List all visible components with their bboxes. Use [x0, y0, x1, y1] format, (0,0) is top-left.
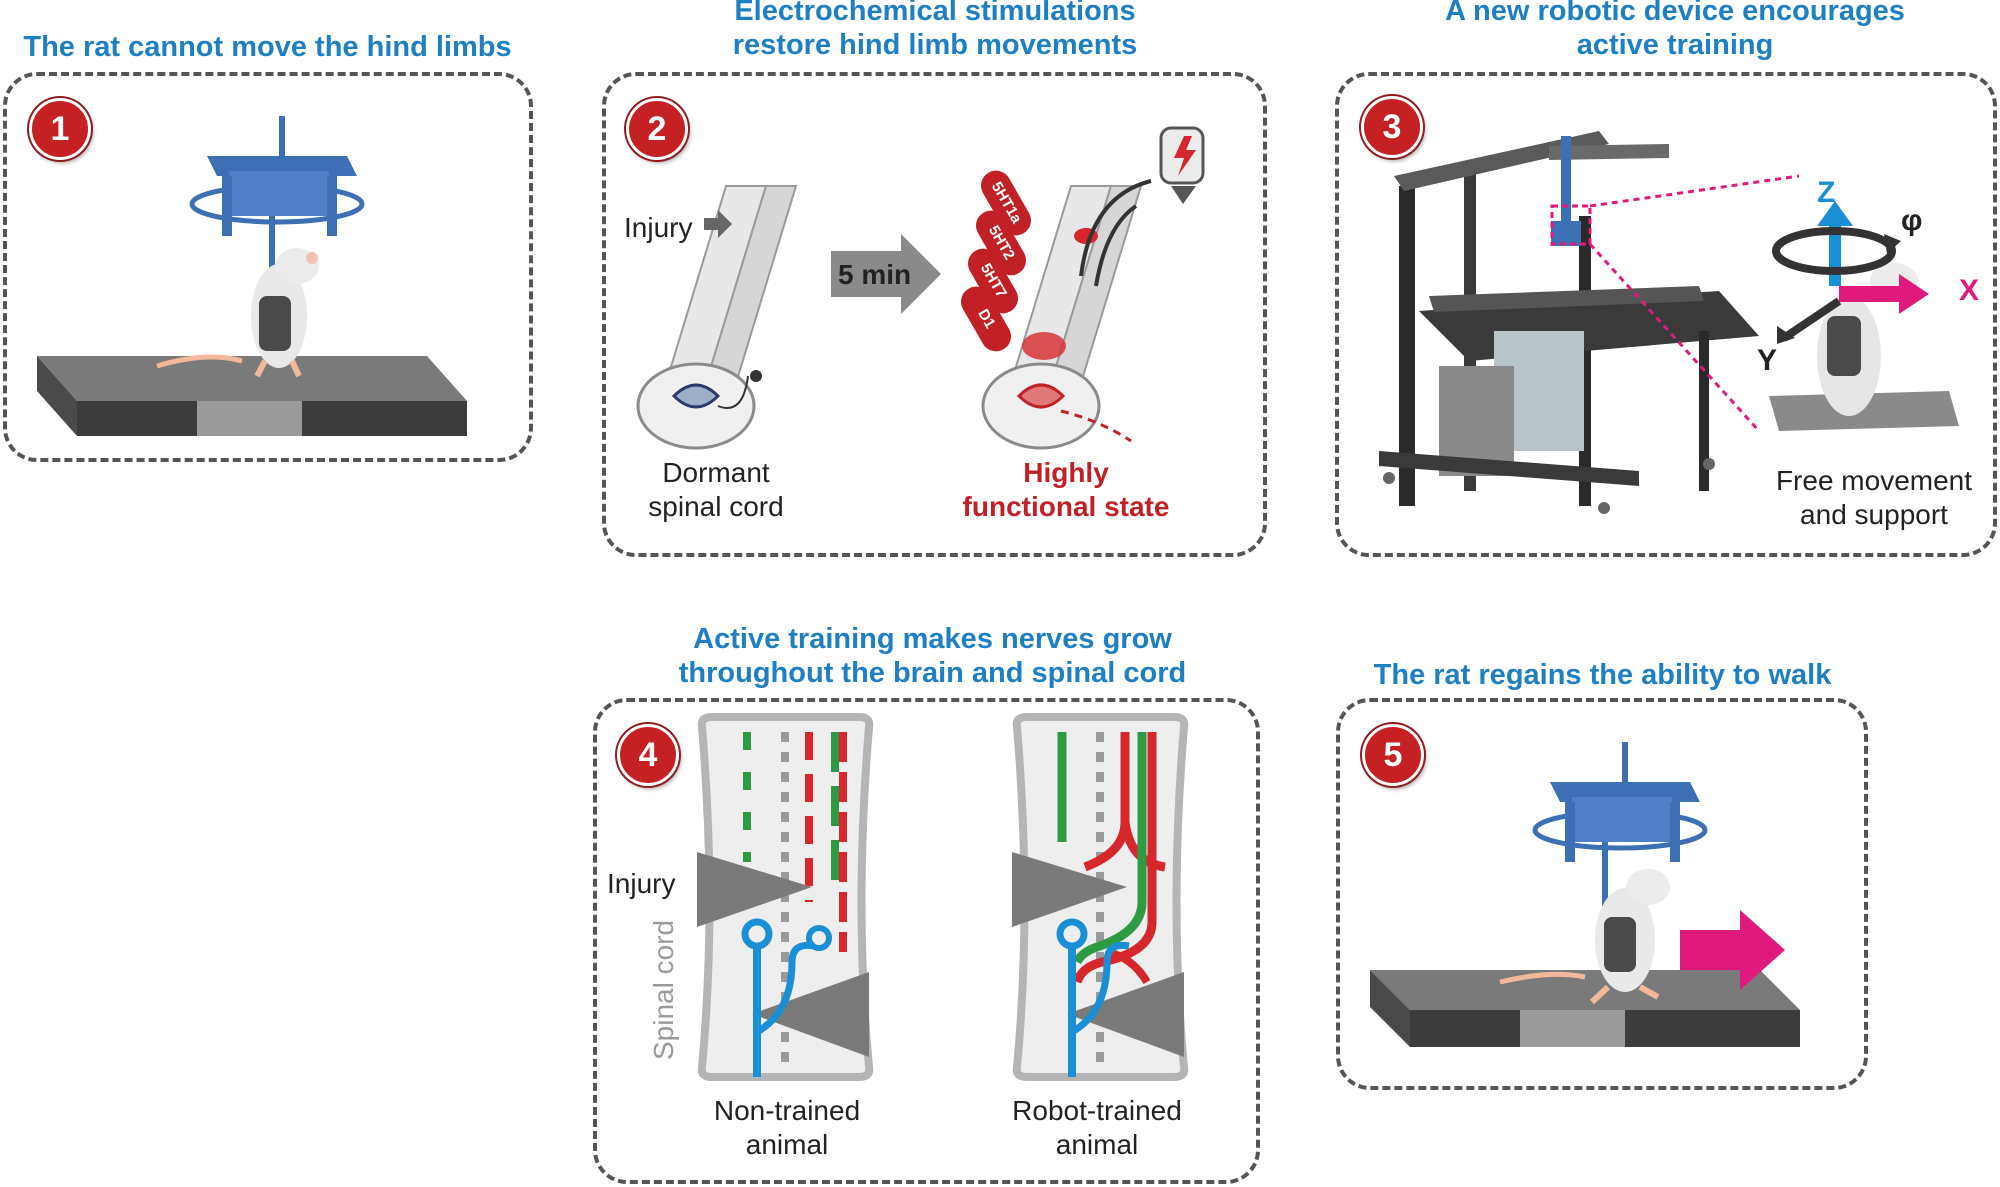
robot-module [189, 116, 365, 286]
injury-label-panel4: Injury [607, 868, 676, 899]
free-movement-caption-line1: Free movement [1775, 465, 1973, 496]
step-badge-4: 4 [617, 724, 679, 786]
panel-3: 3 Z φ X Y [1335, 72, 1997, 557]
functional-caption-line1: Highly [1023, 457, 1109, 488]
time-arrow-icon [831, 234, 941, 314]
injury-triangle-upper-right [1012, 852, 1127, 927]
time-label: 5 min [838, 259, 912, 290]
panel-4-title-line2: throughout the brain and spinal cord [678, 657, 1187, 689]
robot-trained-caption-line1: Robot-trained [1012, 1095, 1182, 1126]
robot-rat-illustration [37, 116, 467, 436]
injury-label: Injury [624, 212, 693, 243]
rotation-phi-icon [1772, 227, 1896, 275]
step-badge-1: 1 [29, 98, 91, 160]
stimulator-icon [1159, 126, 1205, 204]
robot-frame-illustration [1379, 131, 1959, 514]
panel-3-title-line2: active training [1576, 29, 1774, 61]
panel-5-title: The rat regains the ability to walk [1373, 659, 1832, 691]
panel-2-title-line2: restore hind limb movements [732, 29, 1138, 61]
axis-y-arrow-icon [1781, 297, 1842, 342]
dormant-caption-line1: Dormant [662, 457, 770, 488]
robot-trained-caption: Robot-trained animal [997, 1094, 1197, 1162]
step-badge-2: 2 [626, 98, 688, 160]
panel-4: 4 Injury Spinal cord Non-trained [593, 698, 1260, 1184]
functional-caption: Highly functional state [946, 456, 1186, 524]
axis-phi-label: φ [1901, 204, 1923, 237]
rat-figure-panel5 [1499, 869, 1670, 1005]
functional-caption-line2: functional state [962, 491, 1170, 522]
non-trained-caption-line2: animal [745, 1129, 829, 1160]
injury-arrow-icon [704, 210, 732, 238]
forward-arrow-icon [1680, 910, 1785, 990]
panel-3-title: A new robotic device encourages active t… [1330, 0, 2000, 62]
panel-2-title: Electrochemical stimulations restore hin… [600, 0, 1270, 62]
panel-2: 2 Injury [602, 72, 1267, 557]
active-cord [981, 179, 1152, 450]
axis-x-arrow-icon [1839, 274, 1929, 314]
walking-rat-illustration [1370, 742, 1800, 1047]
axis-z-arrow-icon [1817, 201, 1853, 286]
step-badge-5: 5 [1362, 724, 1424, 786]
panel-1: 1 [3, 72, 533, 462]
panel-4-title-line1: Active training makes nerves grow [693, 623, 1172, 655]
axis-x-label: X [1959, 274, 1980, 307]
axis-y-label: Y [1757, 344, 1778, 377]
robot-module-panel5 [1532, 742, 1708, 912]
dormant-caption: Dormant spinal cord [626, 456, 806, 524]
injury-triangle-lower-left [752, 972, 869, 1057]
dormant-caption-line2: spinal cord [648, 491, 784, 522]
spinal-cord-label: Spinal cord [648, 919, 679, 1060]
panel-4-title: Active training makes nerves grow throug… [590, 622, 1275, 690]
free-movement-caption-line2: and support [1800, 499, 1948, 530]
dormant-cord [636, 185, 798, 450]
panel-3-title-line1: A new robotic device encourages [1445, 0, 1905, 27]
rat-figure [156, 248, 319, 378]
nerve-growth-illustration [697, 713, 1189, 1081]
injury-triangle-upper-left [697, 852, 812, 927]
non-trained-caption-line1: Non-trained [713, 1095, 861, 1126]
panel-1-title: The rat cannot move the hind limbs [23, 31, 512, 63]
injury-triangle-lower-right [1067, 972, 1184, 1057]
panel-2-title-line1: Electrochemical stimulations [734, 0, 1136, 27]
step-badge-3: 3 [1361, 96, 1423, 158]
panel-5: 5 [1336, 698, 1868, 1090]
spinal-cord-illustration [636, 126, 1205, 450]
non-trained-caption: Non-trained animal [692, 1094, 882, 1162]
axis-z-label: Z [1817, 176, 1836, 209]
robot-trained-caption-line2: animal [1055, 1129, 1139, 1160]
free-movement-caption: Free movement and support [1759, 464, 1989, 532]
